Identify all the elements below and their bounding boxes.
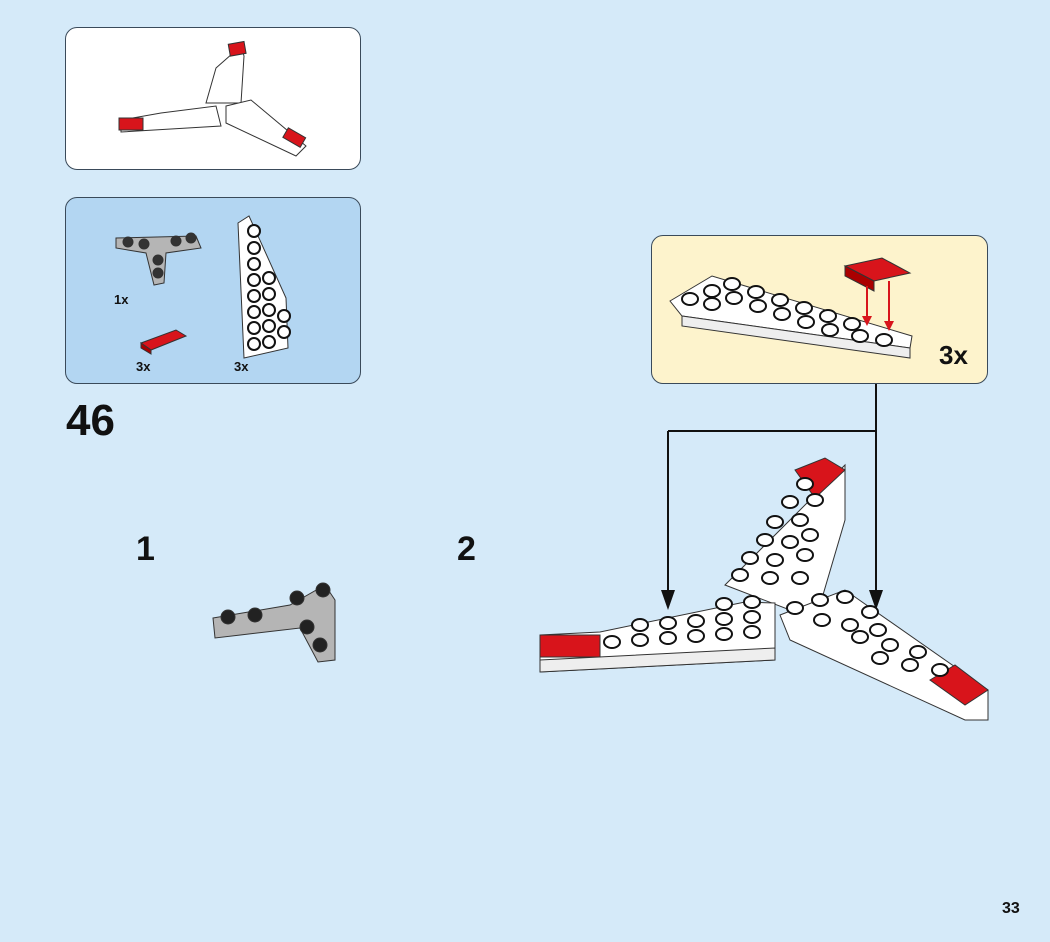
stud [631,618,649,632]
stud [881,638,899,652]
white-wing-plate-image [237,215,291,359]
stud [761,571,779,585]
stud [781,535,799,549]
stud [796,477,814,491]
stud [781,495,799,509]
substep-number: 1 [136,530,155,568]
stud [715,597,733,611]
stud [909,645,927,659]
stud [813,613,831,627]
parts-list-panel: 1x 3x 3x [65,197,361,384]
stud [715,627,733,641]
stud [786,601,804,615]
part-quantity: 3x [234,359,249,374]
callout-quantity: 3x [939,340,968,370]
stud [715,612,733,626]
stud [603,635,621,649]
stud [743,610,761,624]
stud [725,291,743,305]
stud [741,551,759,565]
arrow-down-icon [869,590,883,610]
stud [791,513,809,527]
stud [869,623,887,637]
stud [841,618,859,632]
stud [687,629,705,643]
stud [659,631,677,645]
stud [723,277,741,291]
stud [797,315,815,329]
page-number: 33 [1002,900,1020,917]
step1-grey-plate-image [212,582,336,663]
stud [819,309,837,323]
stud [806,493,824,507]
stud [836,590,854,604]
stud [773,307,791,321]
substep-number: 2 [457,530,476,568]
stud [901,658,919,672]
stud [851,329,869,343]
stud [871,651,889,665]
stud [801,528,819,542]
stud [631,633,649,647]
stud [687,614,705,628]
stud [796,548,814,562]
stud [749,299,767,313]
stud [851,630,869,644]
stud [791,571,809,585]
stud [756,533,774,547]
preview-panel [65,27,361,170]
part-quantity: 1x [114,292,129,307]
stud [766,553,784,567]
stud [875,333,893,347]
connector-arrows [667,384,877,595]
stud [821,323,839,337]
stud [747,285,765,299]
stud [771,293,789,307]
stud [703,297,721,311]
stud [659,616,677,630]
part-quantity: 3x [136,359,151,374]
stud [795,301,813,315]
red-tile-image [139,329,188,355]
callout-assembly-image [669,257,913,359]
grey-triple-plate-image [115,232,202,286]
arrow-down-icon [661,590,675,610]
stud [681,292,699,306]
sub-assembly-callout: 3x [651,235,988,384]
stud [931,663,949,677]
step-number: 46 [66,396,115,445]
preview-model-image [118,40,307,157]
stud [731,568,749,582]
stud [843,317,861,331]
stud [766,515,784,529]
parts-images [115,215,291,359]
step2-assembly-image [539,457,989,721]
stud [811,593,829,607]
stud [743,595,761,609]
stud [743,625,761,639]
stud [861,605,879,619]
